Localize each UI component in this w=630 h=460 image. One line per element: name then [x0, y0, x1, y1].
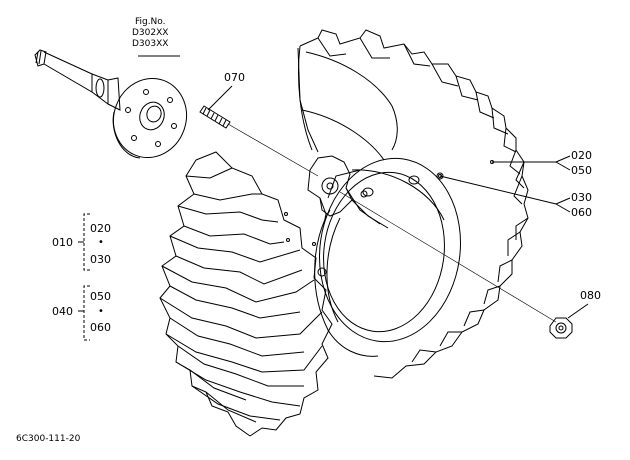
leader-070 — [207, 85, 233, 111]
group-040-item-2: 060 — [90, 321, 111, 334]
drawing-code: 6C300-111-20 — [16, 434, 81, 444]
group-010-item-2: 030 — [90, 253, 111, 266]
callout-030: 030 — [571, 191, 592, 204]
callout-070: 070 — [224, 71, 245, 84]
group-010-id: 010 — [52, 236, 73, 249]
group-040-item-1: 050 — [90, 290, 111, 303]
group-040-id: 040 — [52, 305, 73, 318]
leader-080 — [567, 303, 589, 319]
figure-line-2: D303XX — [132, 39, 169, 49]
wheel-nut — [549, 317, 573, 339]
group-010-item-1: 020 — [90, 222, 111, 235]
figure-line-1: D302XX — [132, 28, 169, 38]
axle-shaft — [34, 49, 187, 159]
figure-reference: Fig.No. D302XX D303XX — [132, 17, 168, 50]
figure-heading: Fig.No. — [134, 17, 166, 27]
group-040-separator: • — [98, 306, 104, 317]
right-callout-leaders — [439, 155, 571, 213]
left-tire-tread — [159, 151, 333, 437]
marker-dot — [286, 238, 290, 242]
group-brackets — [78, 213, 90, 341]
rear-rim — [314, 157, 461, 357]
callout-050: 050 — [571, 164, 592, 177]
callout-020: 020 — [571, 149, 592, 162]
callout-080: 080 — [580, 289, 601, 302]
callout-060: 060 — [571, 206, 592, 219]
marker-dot — [312, 242, 316, 246]
rear-tire-tread — [297, 29, 529, 379]
wheel-center-disc — [307, 155, 389, 229]
marker-dot — [284, 212, 288, 216]
stud-bolt — [199, 105, 231, 129]
assembly-center-line-1 — [227, 123, 319, 177]
group-010-separator: • — [98, 237, 104, 248]
assembly-center-line-2 — [339, 191, 557, 323]
